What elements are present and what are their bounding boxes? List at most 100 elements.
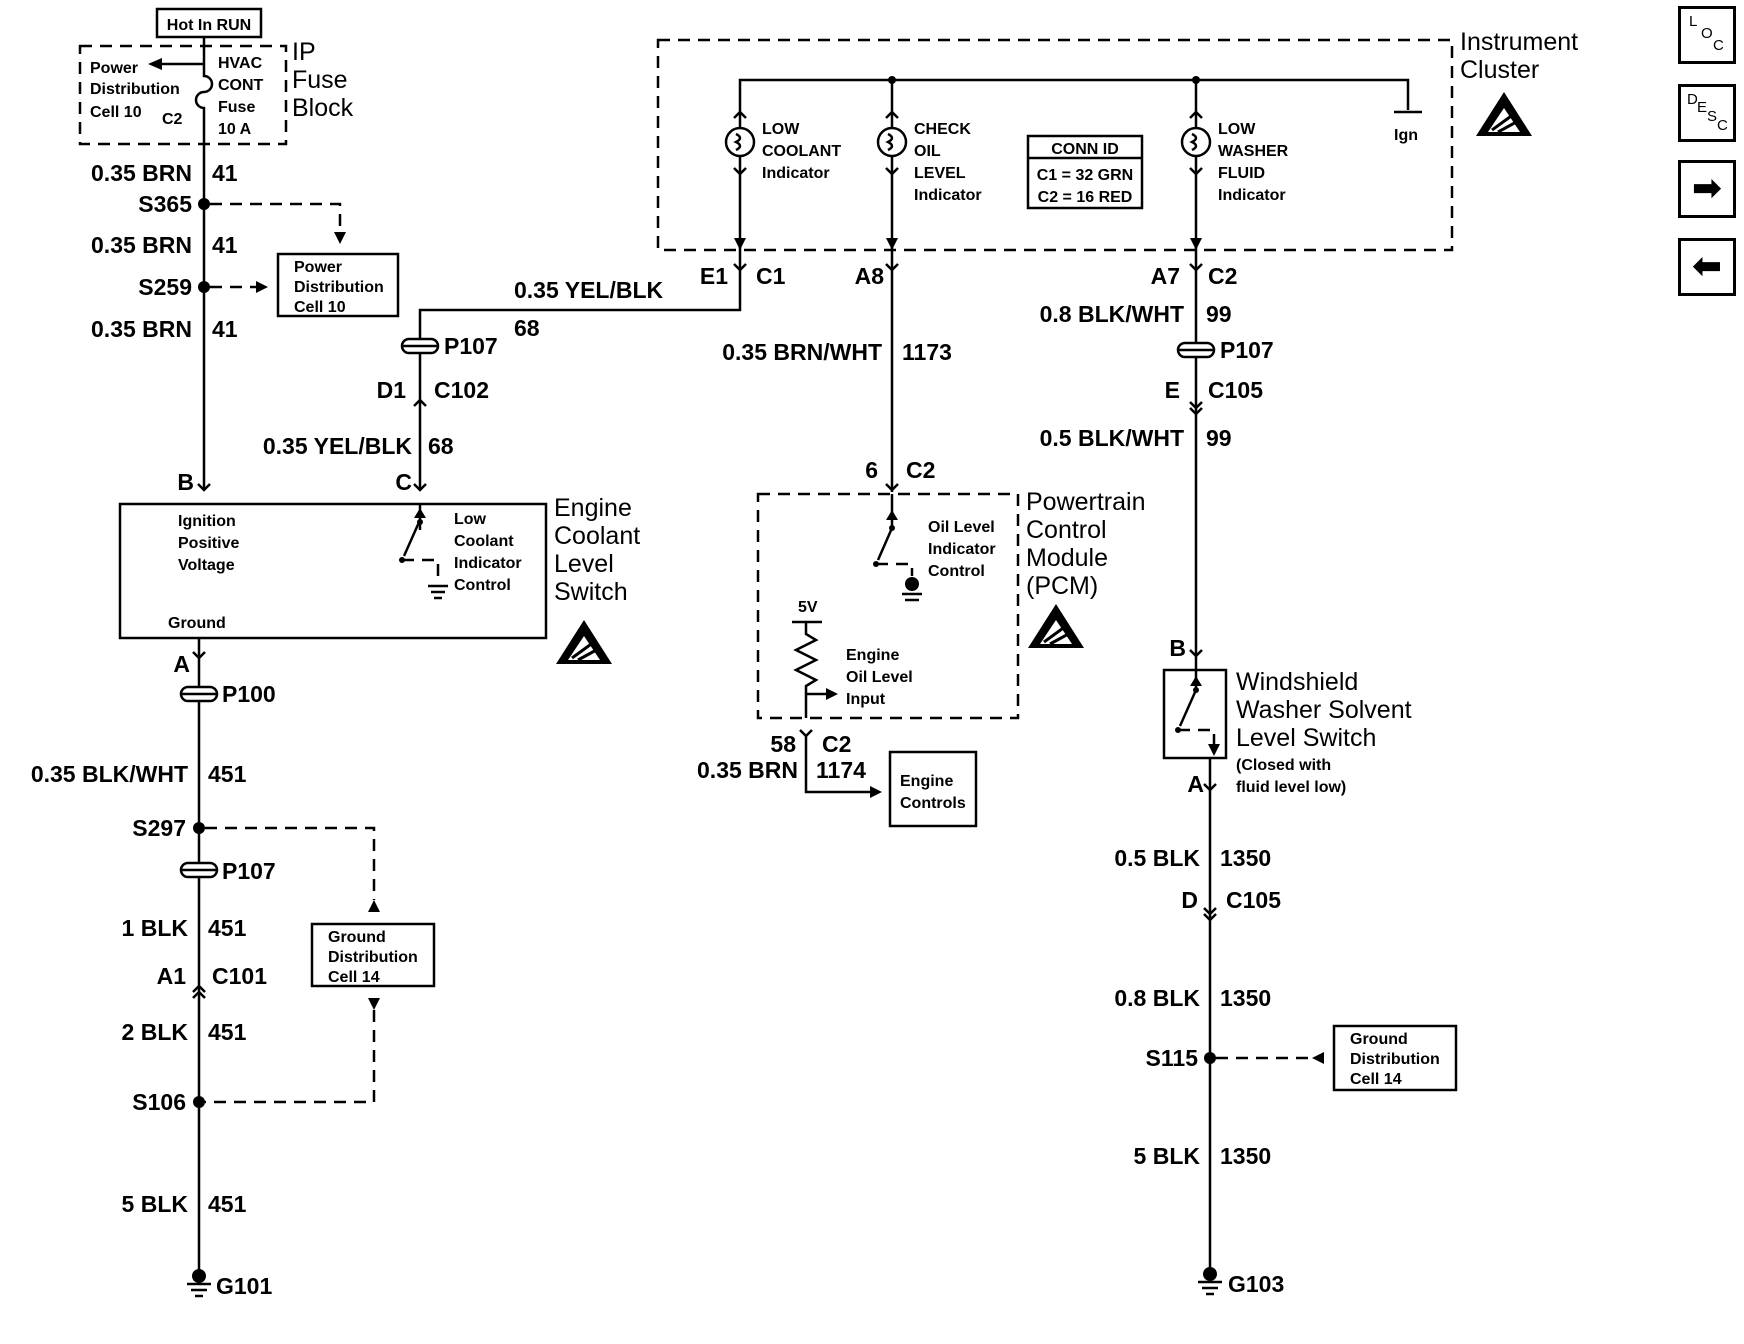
svg-text:Low: Low — [454, 511, 487, 528]
svg-text:0.35 BRN: 0.35 BRN — [91, 232, 192, 258]
svg-text:0.35 YEL/BLK: 0.35 YEL/BLK — [514, 277, 664, 303]
svg-text:99: 99 — [1206, 425, 1232, 451]
svg-text:C101: C101 — [212, 963, 267, 989]
svg-text:Module: Module — [1026, 544, 1108, 572]
forward-button[interactable]: ➡ — [1678, 160, 1736, 218]
bulb-icon — [876, 126, 908, 158]
svg-text:CONN ID: CONN ID — [1051, 141, 1119, 158]
svg-text:1174: 1174 — [816, 757, 866, 783]
svg-text:P107: P107 — [1220, 337, 1274, 363]
svg-text:Windshield: Windshield — [1236, 668, 1358, 696]
svg-text:Controls: Controls — [900, 795, 966, 812]
pcm-circuit: 0.35 BRN/WHT 1173 6 C2 Oil Level Indicat… — [697, 250, 1146, 828]
circuit-1174-wire — [804, 736, 870, 794]
svg-text:Oil Level: Oil Level — [928, 519, 995, 536]
svg-text:Indicator: Indicator — [762, 165, 830, 182]
svg-text:0.5 BLK: 0.5 BLK — [1114, 845, 1200, 871]
svg-text:Fuse: Fuse — [218, 99, 255, 116]
svg-text:0.8 BLK/WHT: 0.8 BLK/WHT — [1040, 301, 1184, 327]
pcm-outline — [756, 492, 1020, 720]
svg-text:Cell 10: Cell 10 — [294, 299, 346, 316]
svg-text:FLUID: FLUID — [1218, 165, 1265, 182]
ground-distribution-ref-box[interactable] — [310, 922, 436, 988]
power-distribution-ref-box[interactable] — [276, 252, 400, 318]
svg-text:Voltage: Voltage — [178, 557, 235, 574]
svg-text:Distribution: Distribution — [294, 279, 384, 296]
esd-warning-icon — [554, 618, 614, 666]
svg-text:Ignition: Ignition — [178, 513, 236, 530]
svg-text:Cluster: Cluster — [1460, 56, 1539, 84]
svg-text:0.35 BLK/WHT: 0.35 BLK/WHT — [31, 761, 188, 787]
svg-text:0.35 YEL/BLK: 0.35 YEL/BLK — [263, 433, 413, 459]
bulb-icon — [724, 126, 756, 158]
svg-text:G101: G101 — [216, 1273, 272, 1299]
svg-text:Engine: Engine — [846, 647, 899, 664]
svg-text:IP: IP — [292, 38, 316, 66]
splice-s297 — [193, 822, 205, 834]
switch-contact-icon — [1178, 689, 1198, 727]
svg-text:D: D — [1181, 887, 1198, 913]
svg-text:Washer Solvent: Washer Solvent — [1236, 696, 1412, 724]
left-ground-circuit: A P100 0.35 BLK/WHT 451 S297 P107 1 BLK … — [31, 638, 436, 1299]
svg-text:Indicator: Indicator — [454, 555, 522, 572]
svg-text:Ground: Ground — [168, 615, 226, 632]
svg-text:CHECK: CHECK — [914, 121, 971, 138]
svg-text:Level: Level — [554, 550, 614, 578]
svg-text:S106: S106 — [132, 1089, 186, 1115]
svg-text:2 BLK: 2 BLK — [122, 1019, 189, 1045]
svg-text:C2: C2 — [162, 111, 183, 128]
svg-text:58: 58 — [770, 731, 796, 757]
ground-distribution-ref-box[interactable] — [1332, 1024, 1458, 1092]
svg-text:1 BLK: 1 BLK — [122, 915, 189, 941]
svg-text:Instrument: Instrument — [1460, 28, 1578, 56]
instrument-cluster: Instrument Cluster Ign LOW COOLANT Indic… — [656, 28, 1578, 289]
svg-text:(Closed with: (Closed with — [1236, 757, 1331, 774]
svg-text:Engine: Engine — [554, 494, 632, 522]
svg-text:0.35 BRN: 0.35 BRN — [91, 160, 192, 186]
esd-warning-icon — [1026, 602, 1086, 650]
svg-text:Cell 14: Cell 14 — [328, 969, 380, 986]
svg-text:G103: G103 — [1228, 1271, 1284, 1297]
svg-text:41: 41 — [212, 160, 238, 186]
cluster-outline — [656, 38, 1454, 252]
svg-text:C2: C2 — [1208, 263, 1237, 289]
engine-controls-ref-box[interactable] — [888, 750, 978, 828]
svg-text:Ground: Ground — [1350, 1031, 1408, 1048]
svg-text:WASHER: WASHER — [1218, 143, 1289, 160]
svg-text:Block: Block — [292, 94, 354, 122]
svg-text:10 A: 10 A — [218, 121, 252, 138]
svg-text:Engine: Engine — [900, 773, 953, 790]
svg-text:CONT: CONT — [218, 77, 264, 94]
ip-fuse-block: Hot In RUN Power Distribution Cell 10 C2… — [78, 7, 354, 146]
esd-warning-icon — [1474, 90, 1534, 138]
svg-text:Power: Power — [90, 60, 138, 77]
svg-text:Cell 10: Cell 10 — [90, 104, 142, 121]
svg-text:Input: Input — [846, 691, 886, 708]
ecl-switch-box — [118, 502, 548, 640]
svg-text:C2: C2 — [822, 731, 851, 757]
svg-text:Fuse: Fuse — [292, 66, 348, 94]
svg-text:451: 451 — [208, 1019, 247, 1045]
svg-text:B: B — [177, 469, 194, 495]
fuse-block-outline — [78, 44, 288, 146]
back-button[interactable]: ⬅ — [1678, 238, 1736, 296]
svg-text:A7: A7 — [1151, 263, 1180, 289]
svg-text:5 BLK: 5 BLK — [122, 1191, 189, 1217]
svg-text:Level Switch: Level Switch — [1236, 724, 1376, 752]
description-button[interactable]: D E S C — [1678, 84, 1736, 142]
svg-text:Indicator: Indicator — [1218, 187, 1286, 204]
svg-text:C105: C105 — [1208, 377, 1263, 403]
svg-text:A1: A1 — [157, 963, 187, 989]
svg-text:Ign: Ign — [1394, 127, 1418, 144]
svg-text:Distribution: Distribution — [90, 81, 180, 98]
ground-icon — [1198, 1280, 1222, 1296]
svg-text:C102: C102 — [434, 377, 489, 403]
svg-text:S259: S259 — [138, 274, 192, 300]
location-button[interactable]: L O C — [1678, 6, 1736, 64]
switch-contact-icon — [402, 519, 422, 557]
svg-text:E1: E1 — [700, 263, 728, 289]
svg-text:99: 99 — [1206, 301, 1232, 327]
svg-text:P107: P107 — [222, 858, 276, 884]
switch-contact-icon — [876, 527, 894, 561]
